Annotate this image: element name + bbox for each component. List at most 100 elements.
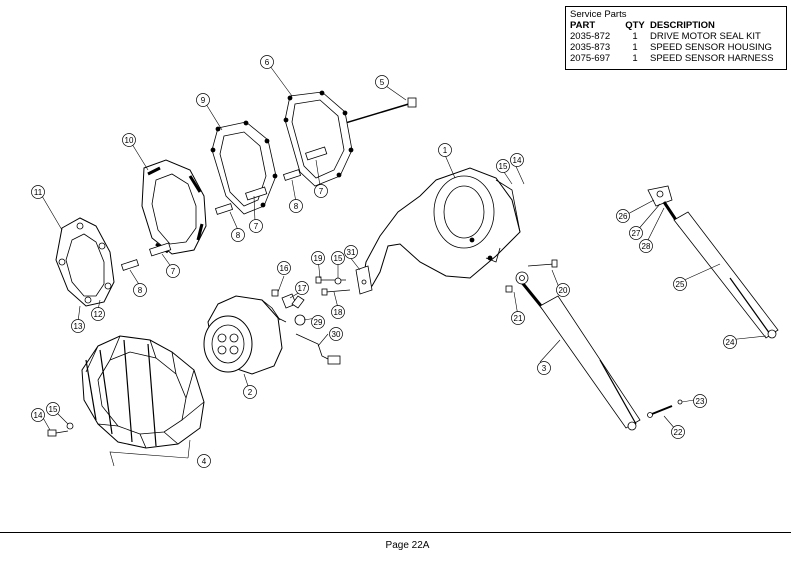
page-number: Page 22A xyxy=(385,540,430,551)
callout-number: 5 xyxy=(380,78,385,87)
table-row: 2035-873 1 SPEED SENSOR HOUSING xyxy=(570,42,782,53)
service-parts-table: Service Parts PART QTY DESCRIPTION 2035-… xyxy=(565,6,787,70)
part-actuator-right xyxy=(647,185,779,339)
callout-number: 19 xyxy=(314,254,323,263)
callout-number: 10 xyxy=(125,136,134,145)
footer-rule xyxy=(0,532,791,533)
callout-28: 28 xyxy=(639,239,653,253)
callout-30: 30 xyxy=(329,327,343,341)
service-parts-header-row: PART QTY DESCRIPTION xyxy=(570,20,782,31)
callout-6: 6 xyxy=(260,55,274,69)
callout-number: 21 xyxy=(514,314,523,323)
callout-23: 23 xyxy=(693,394,707,408)
callout-21: 21 xyxy=(511,311,525,325)
callout-12: 12 xyxy=(91,307,105,321)
callout-number: 13 xyxy=(74,322,83,331)
callout-number: 15 xyxy=(334,254,343,263)
callout-15: 15 xyxy=(496,159,510,173)
part-qty: 1 xyxy=(632,53,638,64)
callout-number: 2 xyxy=(248,388,253,397)
callout-number: 7 xyxy=(171,267,176,276)
callout-number: 26 xyxy=(619,212,628,221)
part-gasket-ring xyxy=(210,120,278,215)
part-number: 2035-872 xyxy=(570,31,611,42)
callout-number: 29 xyxy=(314,318,323,327)
callout-number: 23 xyxy=(696,397,705,406)
callout-number: 9 xyxy=(201,96,206,105)
callout-number: 12 xyxy=(94,310,103,319)
part-clevis-pin xyxy=(647,399,683,418)
part-bracket xyxy=(355,265,373,295)
callout-number: 30 xyxy=(332,330,341,339)
callout-15: 15 xyxy=(331,251,345,265)
callout-number: 15 xyxy=(499,162,508,171)
callout-7: 7 xyxy=(166,264,180,278)
callout-number: 28 xyxy=(642,242,651,251)
callout-25: 25 xyxy=(673,277,687,291)
table-row: 2075-697 1 SPEED SENSOR HARNESS xyxy=(570,53,782,64)
callout-5: 5 xyxy=(375,75,389,89)
callout-number: 3 xyxy=(542,364,547,373)
callout-8: 8 xyxy=(289,199,303,213)
part-description: SPEED SENSOR HARNESS xyxy=(650,53,774,64)
callout-8: 8 xyxy=(231,228,245,242)
part-qty: 1 xyxy=(632,42,638,53)
callout-20: 20 xyxy=(556,283,570,297)
exploded-parts-diagram: 1234567778889101112131415151514161718192… xyxy=(31,55,779,468)
part-description: SPEED SENSOR HOUSING xyxy=(650,42,772,53)
callout-29: 29 xyxy=(311,315,325,329)
part-description: DRIVE MOTOR SEAL KIT xyxy=(650,31,761,42)
callout-9: 9 xyxy=(196,93,210,107)
callout-number: 31 xyxy=(347,248,356,257)
callout-7: 7 xyxy=(249,219,263,233)
callout-11: 11 xyxy=(31,185,45,199)
callout-number: 22 xyxy=(674,428,683,437)
callout-18: 18 xyxy=(331,305,345,319)
callout-number: 14 xyxy=(34,411,43,420)
callout-10: 10 xyxy=(122,133,136,147)
callout-14: 14 xyxy=(31,408,45,422)
part-drive-motor xyxy=(203,295,287,375)
part-number: 2075-697 xyxy=(570,53,611,64)
header-part: PART xyxy=(570,20,596,31)
part-motor-mount-housing xyxy=(361,167,521,287)
callout-number: 24 xyxy=(726,338,735,347)
callout-number: 7 xyxy=(254,222,259,231)
part-qty: 1 xyxy=(632,31,638,42)
callout-number: 15 xyxy=(49,405,58,414)
callout-1: 1 xyxy=(438,143,452,157)
callout-13: 13 xyxy=(71,319,85,333)
callout-3: 3 xyxy=(537,361,551,375)
callout-number: 25 xyxy=(676,280,685,289)
part-sprocket-hub xyxy=(141,159,207,255)
callout-number: 16 xyxy=(280,264,289,273)
header-description: DESCRIPTION xyxy=(650,20,715,31)
callout-number: 7 xyxy=(319,187,324,196)
callout-number: 6 xyxy=(265,58,270,67)
callout-number: 27 xyxy=(632,229,641,238)
part-gasket-plate xyxy=(283,90,354,187)
table-row: 2035-872 1 DRIVE MOTOR SEAL KIT xyxy=(570,31,782,42)
callout-14: 14 xyxy=(510,153,524,167)
callout-24: 24 xyxy=(723,335,737,349)
callout-8: 8 xyxy=(133,283,147,297)
callout-number: 18 xyxy=(334,308,343,317)
callout-7: 7 xyxy=(314,184,328,198)
callout-16: 16 xyxy=(277,261,291,275)
callout-number: 8 xyxy=(294,202,299,211)
part-number: 2035-873 xyxy=(570,42,611,53)
header-qty: QTY xyxy=(625,20,645,31)
callout-4: 4 xyxy=(197,454,211,468)
callout-number: 4 xyxy=(202,457,207,466)
part-sprocket-plate xyxy=(55,217,115,307)
part-actuator-left xyxy=(505,259,641,431)
callout-number: 14 xyxy=(513,156,522,165)
callout-22: 22 xyxy=(671,425,685,439)
callout-leaders xyxy=(41,65,767,467)
callout-19: 19 xyxy=(311,251,325,265)
callout-27: 27 xyxy=(629,226,643,240)
callout-number: 8 xyxy=(138,286,143,295)
callout-15: 15 xyxy=(46,402,60,416)
callout-number: 20 xyxy=(559,286,568,295)
